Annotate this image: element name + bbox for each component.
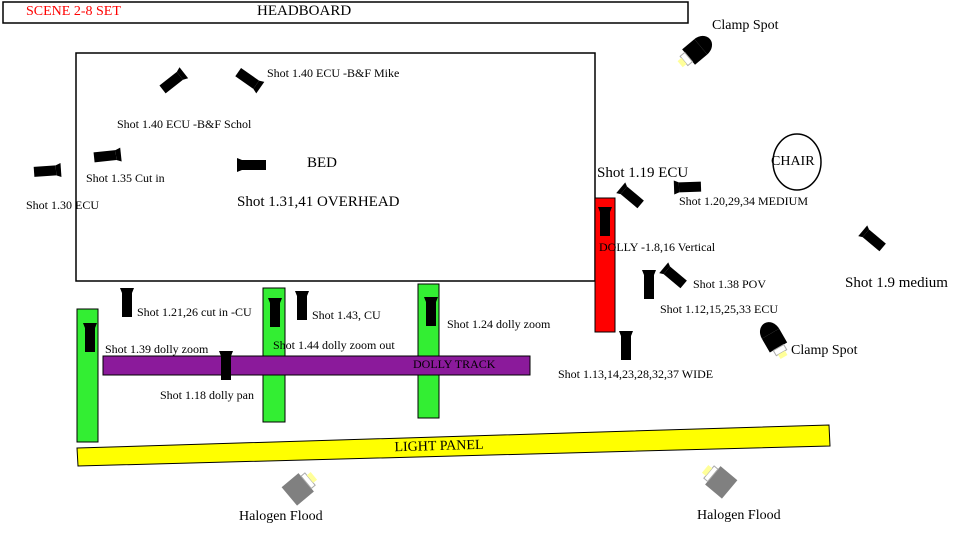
shot-label: Shot 1.39 dolly zoom: [105, 342, 209, 356]
shot-label: Shot 1.21,26 cut in -CU: [137, 305, 252, 319]
light-label: Halogen Flood: [697, 508, 781, 523]
light-panel-label: LIGHT PANEL: [394, 438, 483, 455]
shot-label: Shot 1.44 dolly zoom out: [273, 338, 395, 352]
camera-icon: [33, 163, 62, 178]
camera-icon: [295, 291, 309, 320]
camera-icon: [237, 158, 266, 172]
camera-icon: [619, 331, 633, 360]
vertical-camera-icons: [83, 207, 656, 380]
chair-label: CHAIR: [771, 154, 815, 169]
scene-label: SCENE 2-8 SET: [26, 4, 121, 19]
camera-icon: [673, 180, 702, 195]
camera-icon: [616, 182, 644, 209]
clamp-spot-icon: [677, 35, 713, 68]
dolly-vertical-label: DOLLY -1.8,16 Vertical: [599, 240, 716, 254]
shot-label: Shot 1.40 ECU -B&F Mike: [267, 66, 400, 80]
camera-icon: [159, 67, 189, 94]
camera-icon: [120, 288, 134, 317]
camera-icon: [858, 225, 886, 252]
bed-label: BED: [307, 155, 337, 171]
light-label: Halogen Flood: [239, 509, 323, 524]
shot-label: Shot 1.18 dolly pan: [160, 388, 255, 402]
shot-label: Shot 1.43, CU: [312, 308, 381, 322]
light-label: Clamp Spot: [712, 18, 779, 33]
clamp-spot-icon: [759, 322, 788, 360]
shot-label: Shot 1.20,29,34 MEDIUM: [679, 194, 809, 208]
shot-label: Shot 1.35 Cut in: [86, 171, 165, 185]
camera-icon: [424, 297, 438, 326]
shot-label: Shot 1.9 medium: [845, 275, 948, 291]
camera-icon: [93, 147, 122, 163]
camera-icons: [33, 67, 886, 289]
camera-icon: [598, 207, 612, 236]
camera-icon: [219, 351, 233, 380]
chair: [772, 133, 822, 191]
headboard-label: HEADBOARD: [257, 3, 352, 19]
dolly-track: [102, 355, 531, 376]
headboard: [2, 1, 689, 24]
shot-label: Shot 1.30 ECU: [26, 198, 100, 212]
halogen-flood-icon: [701, 465, 738, 499]
camera-icon: [268, 298, 282, 327]
shot-label: Shot 1.40 ECU -B&F Schol: [117, 117, 252, 131]
camera-icon: [235, 68, 265, 94]
camera-icon: [642, 270, 656, 299]
camera-icon: [83, 323, 97, 352]
camera-icon: [659, 262, 687, 289]
light-panel: [76, 424, 831, 467]
light-label: Clamp Spot: [791, 343, 858, 358]
bed: [75, 52, 596, 282]
halogen-flood-icon: [281, 472, 318, 506]
dolly-track-label: DOLLY TRACK: [413, 357, 496, 371]
shot-label: Shot 1.12,15,25,33 ECU: [660, 302, 779, 316]
shot-label: Shot 1.31,41 OVERHEAD: [237, 194, 400, 210]
shot-label: Shot 1.24 dolly zoom: [447, 317, 551, 331]
shot-label: Shot 1.38 POV: [693, 277, 767, 291]
shot-label: Shot 1.13,14,23,28,32,37 WIDE: [558, 367, 714, 381]
shot-label: Shot 1.19 ECU: [597, 165, 689, 181]
